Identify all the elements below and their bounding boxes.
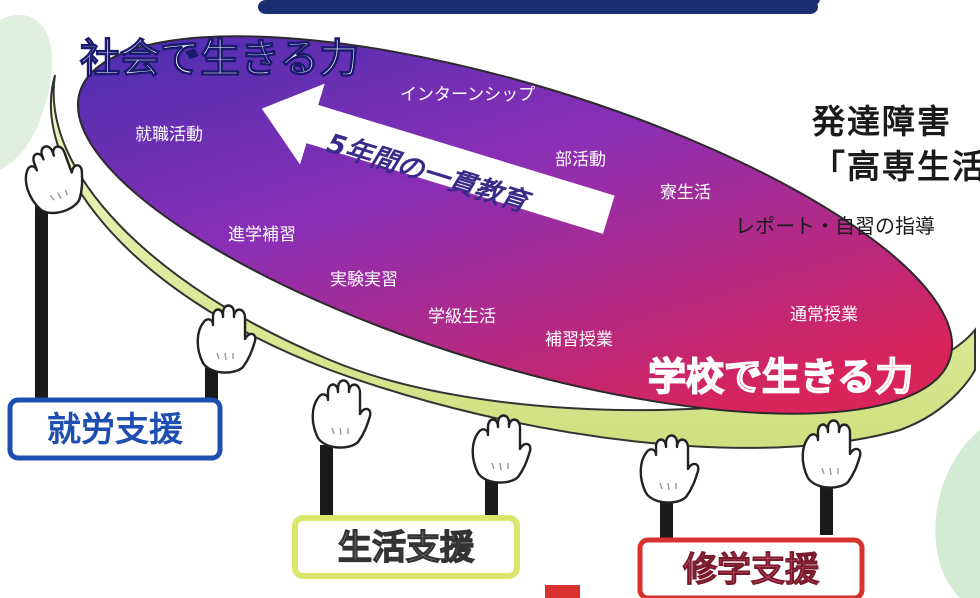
activity-label: 進学補習 — [228, 225, 296, 245]
white-glove-icon — [196, 304, 257, 374]
activity-label: 補習授業 — [545, 330, 613, 350]
education-arrow — [261, 83, 615, 234]
activity-label: 部活動 — [555, 150, 606, 170]
support-pole — [320, 445, 333, 520]
activity-label: 実験実習 — [330, 270, 398, 290]
school-skills-title: 学校で生きる力 — [648, 355, 913, 399]
activity-label: 就職活動 — [135, 125, 203, 145]
white-glove-icon — [471, 414, 532, 484]
background-leaf-left — [0, 14, 53, 170]
side-heading-line2: 「高専生活 — [812, 147, 980, 186]
study-support-box — [637, 537, 865, 598]
white-glove-icon — [311, 379, 372, 449]
employment-support-box — [7, 397, 223, 461]
support-pole — [485, 475, 498, 520]
side-note: レポート・自習の指導 — [735, 214, 935, 238]
support-pole — [35, 180, 48, 410]
activity-label: 通常授業 — [790, 305, 858, 325]
life-support-label: 生活支援 — [338, 528, 475, 568]
life-support-box — [292, 515, 520, 579]
background-leaf-right — [935, 430, 980, 598]
study-support-label: 修学支援 — [682, 550, 820, 590]
white-glove-icon — [14, 136, 95, 222]
activity-label: 寮生活 — [660, 183, 711, 203]
society-skills-title: 社会で生きる力 — [80, 36, 359, 82]
activity-label: 学級生活 — [428, 307, 496, 327]
activity-label: インターンシップ — [400, 85, 535, 105]
bottom-marker — [545, 585, 580, 598]
side-heading-line1: 発達障害 — [812, 102, 952, 141]
top-banner — [258, 0, 818, 14]
employment-support-label: 就労支援 — [47, 410, 184, 450]
